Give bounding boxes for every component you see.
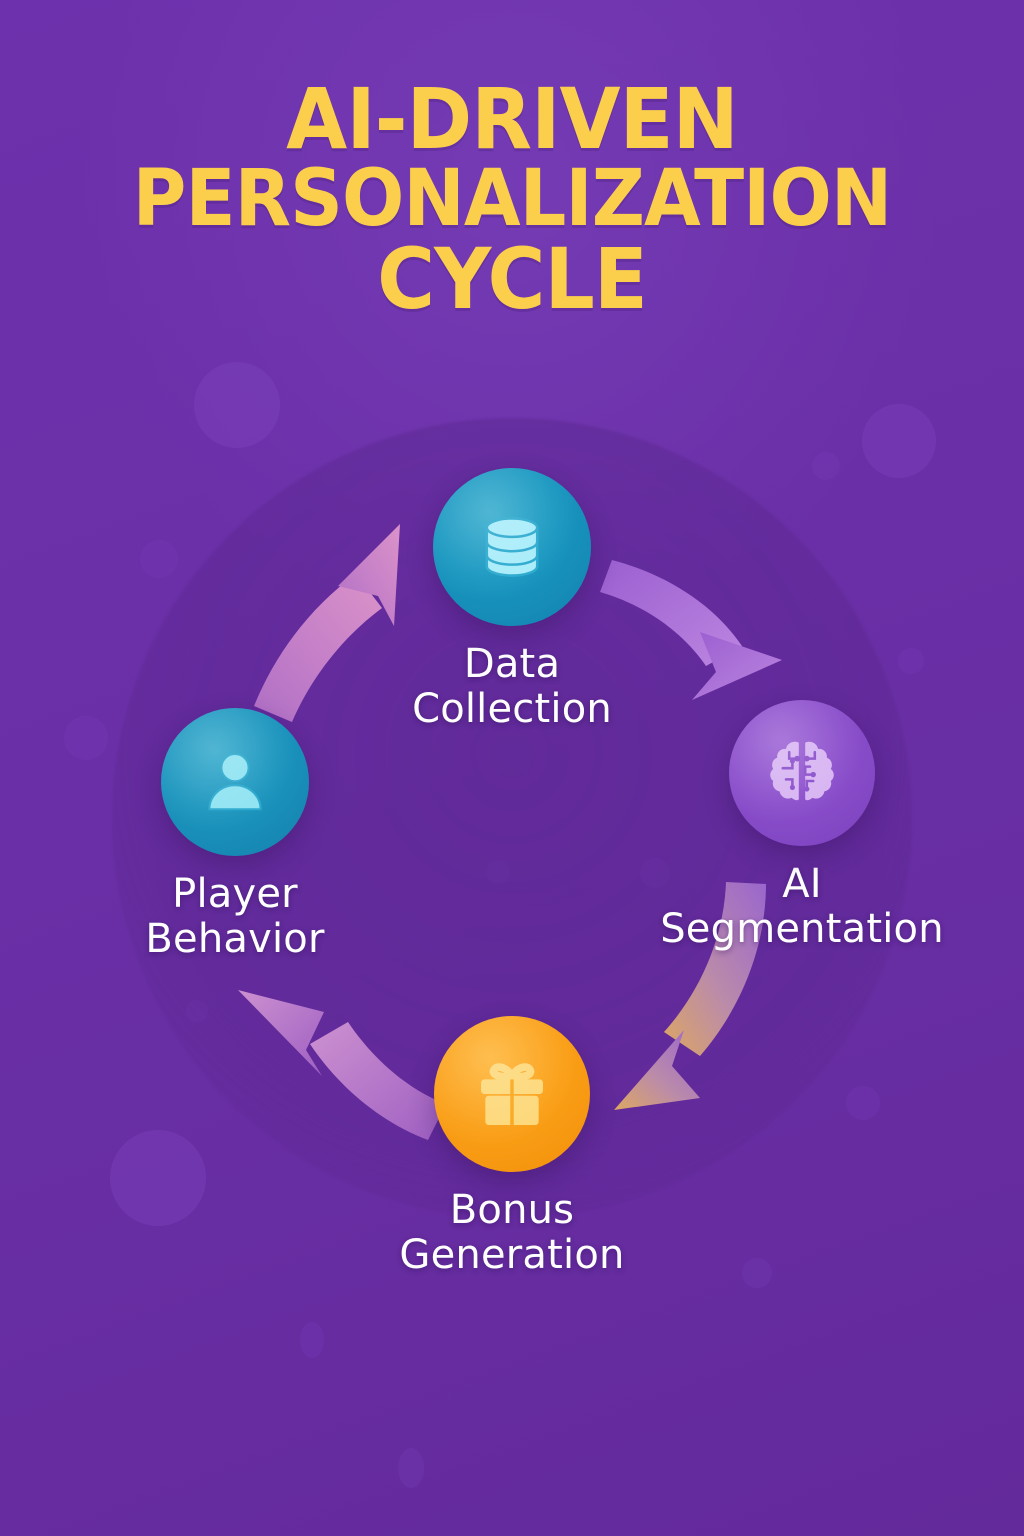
- page-title: AI-Driven Personalization Cycle: [31, 70, 994, 329]
- data-collection-label-line-1: Data: [463, 641, 561, 687]
- page-title-line-1: AI-Driven: [286, 70, 739, 168]
- database-icon: [485, 517, 539, 577]
- player-behavior-circle[interactable]: [161, 708, 309, 856]
- player-behavior-label-line-1: Player: [172, 871, 298, 917]
- data-collection-circle[interactable]: [433, 468, 591, 626]
- ai-segmentation-label-line-1: AI: [782, 861, 822, 907]
- page-title-line-2: Personalization: [132, 154, 893, 245]
- brain-icon: [770, 741, 834, 801]
- arrow-data-to-ai: [600, 560, 782, 700]
- arrow-ai-to-bonus: [614, 882, 766, 1110]
- gift-icon: [481, 1063, 543, 1125]
- user-icon: [208, 753, 262, 811]
- ai-segmentation-circle[interactable]: [729, 700, 875, 846]
- arrow-bonus-to-player: [238, 990, 446, 1140]
- bonus-generation-label-line-1: Bonus: [449, 1187, 575, 1233]
- page-title-line-3: Cycle: [377, 230, 648, 329]
- bonus-generation-circle[interactable]: [434, 1016, 590, 1172]
- data-collection-label-line-2: Collection: [412, 685, 612, 732]
- ai-segmentation-label-line-2: Segmentation: [660, 905, 944, 952]
- bonus-generation-label-line-2: Generation: [399, 1231, 625, 1278]
- player-behavior-label-line-2: Behavior: [145, 915, 325, 962]
- arrow-player-to-data: [254, 524, 400, 722]
